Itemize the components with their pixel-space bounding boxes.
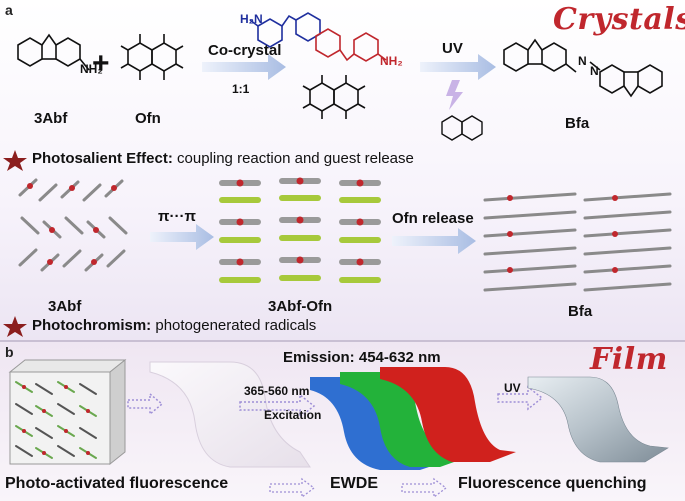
packing-label-3abf: 3Abf (48, 298, 82, 315)
film-scheme (8, 358, 669, 499)
bfa-packing (483, 192, 672, 292)
clear-film (149, 361, 311, 468)
photosalient-caption: Photosalient Effect: coupling reaction a… (32, 150, 414, 167)
flow-arrow-icon (269, 477, 316, 499)
uv-label: UV (442, 40, 463, 57)
red-film (380, 367, 516, 462)
azo-n1: N (578, 54, 587, 68)
3abf-packing (18, 178, 128, 272)
star-icon (3, 316, 27, 337)
panel-a-title: Crystals (553, 2, 685, 37)
3abf-ofn-packing (219, 177, 381, 283)
bfa-structure (503, 38, 663, 98)
ofn-release-arrow (392, 228, 476, 254)
reaction-scheme: + (3, 12, 672, 337)
panel-a-letter: a (5, 2, 13, 18)
nh2-label-red: NH₂ (380, 54, 403, 68)
emission-label: Emission: 454-632 nm (283, 349, 441, 366)
photochromism-caption: Photochromism: photogenerated radicals (32, 317, 316, 334)
flow-arrow-icon (401, 477, 448, 499)
panel-separator (0, 340, 685, 342)
photochromism-title: Photochromism: (32, 317, 152, 334)
photosalient-desc: coupling reaction and guest release (172, 150, 414, 167)
nh2-label: NH₂ (80, 62, 103, 76)
released-ofn-structure (441, 115, 483, 141)
ofn-label: Ofn (135, 110, 161, 127)
crystal-film-block (8, 358, 127, 466)
excitation-arrow (239, 393, 316, 419)
cocrystal-arrow (202, 54, 286, 80)
star-icon (3, 150, 27, 171)
uv-arrow (420, 54, 496, 80)
step-ewde: EWDE (330, 475, 378, 492)
excitation-label: Excitation (264, 408, 322, 422)
ratio-label: 1:1 (232, 82, 250, 96)
uv-arrow-film (497, 385, 544, 411)
photochromism-desc: photogenerated radicals (151, 317, 317, 334)
bfa-label: Bfa (565, 115, 590, 132)
h2n-label: H₂N (240, 12, 263, 26)
panel-b-letter: b (5, 344, 14, 360)
quenched-film (527, 376, 669, 463)
packing-label-3abf-ofn: 3Abf-Ofn (268, 298, 333, 315)
green-film (340, 372, 468, 467)
step-quenching: Fluorescence quenching (458, 475, 647, 492)
panel-b-title: Film (590, 342, 668, 377)
ofn-structure (120, 34, 184, 80)
cocrystal-ofn-structure (302, 75, 366, 119)
3abf-label: 3Abf (34, 110, 68, 127)
pi-stack-arrow (150, 224, 214, 250)
excitation-range: 365-560 nm (244, 384, 310, 398)
plus-sign: + (92, 47, 110, 80)
dashed-arrow-icon (127, 392, 164, 416)
azo-n2: N (590, 64, 599, 78)
cocrystal-dimer-structure (249, 12, 387, 62)
3abf-structure (17, 33, 90, 71)
uv-label-film: UV (504, 381, 521, 395)
lightning-icon (446, 80, 463, 110)
pi-stack-label: π···π (158, 208, 196, 225)
cocrystal-label: Co-crystal (208, 42, 282, 59)
step-photoactivated: Photo-activated fluorescence (5, 475, 229, 492)
packing-label-bfa: Bfa (568, 303, 593, 320)
photosalient-title: Photosalient Effect: (32, 150, 173, 167)
ofn-release-label: Ofn release (392, 210, 474, 227)
